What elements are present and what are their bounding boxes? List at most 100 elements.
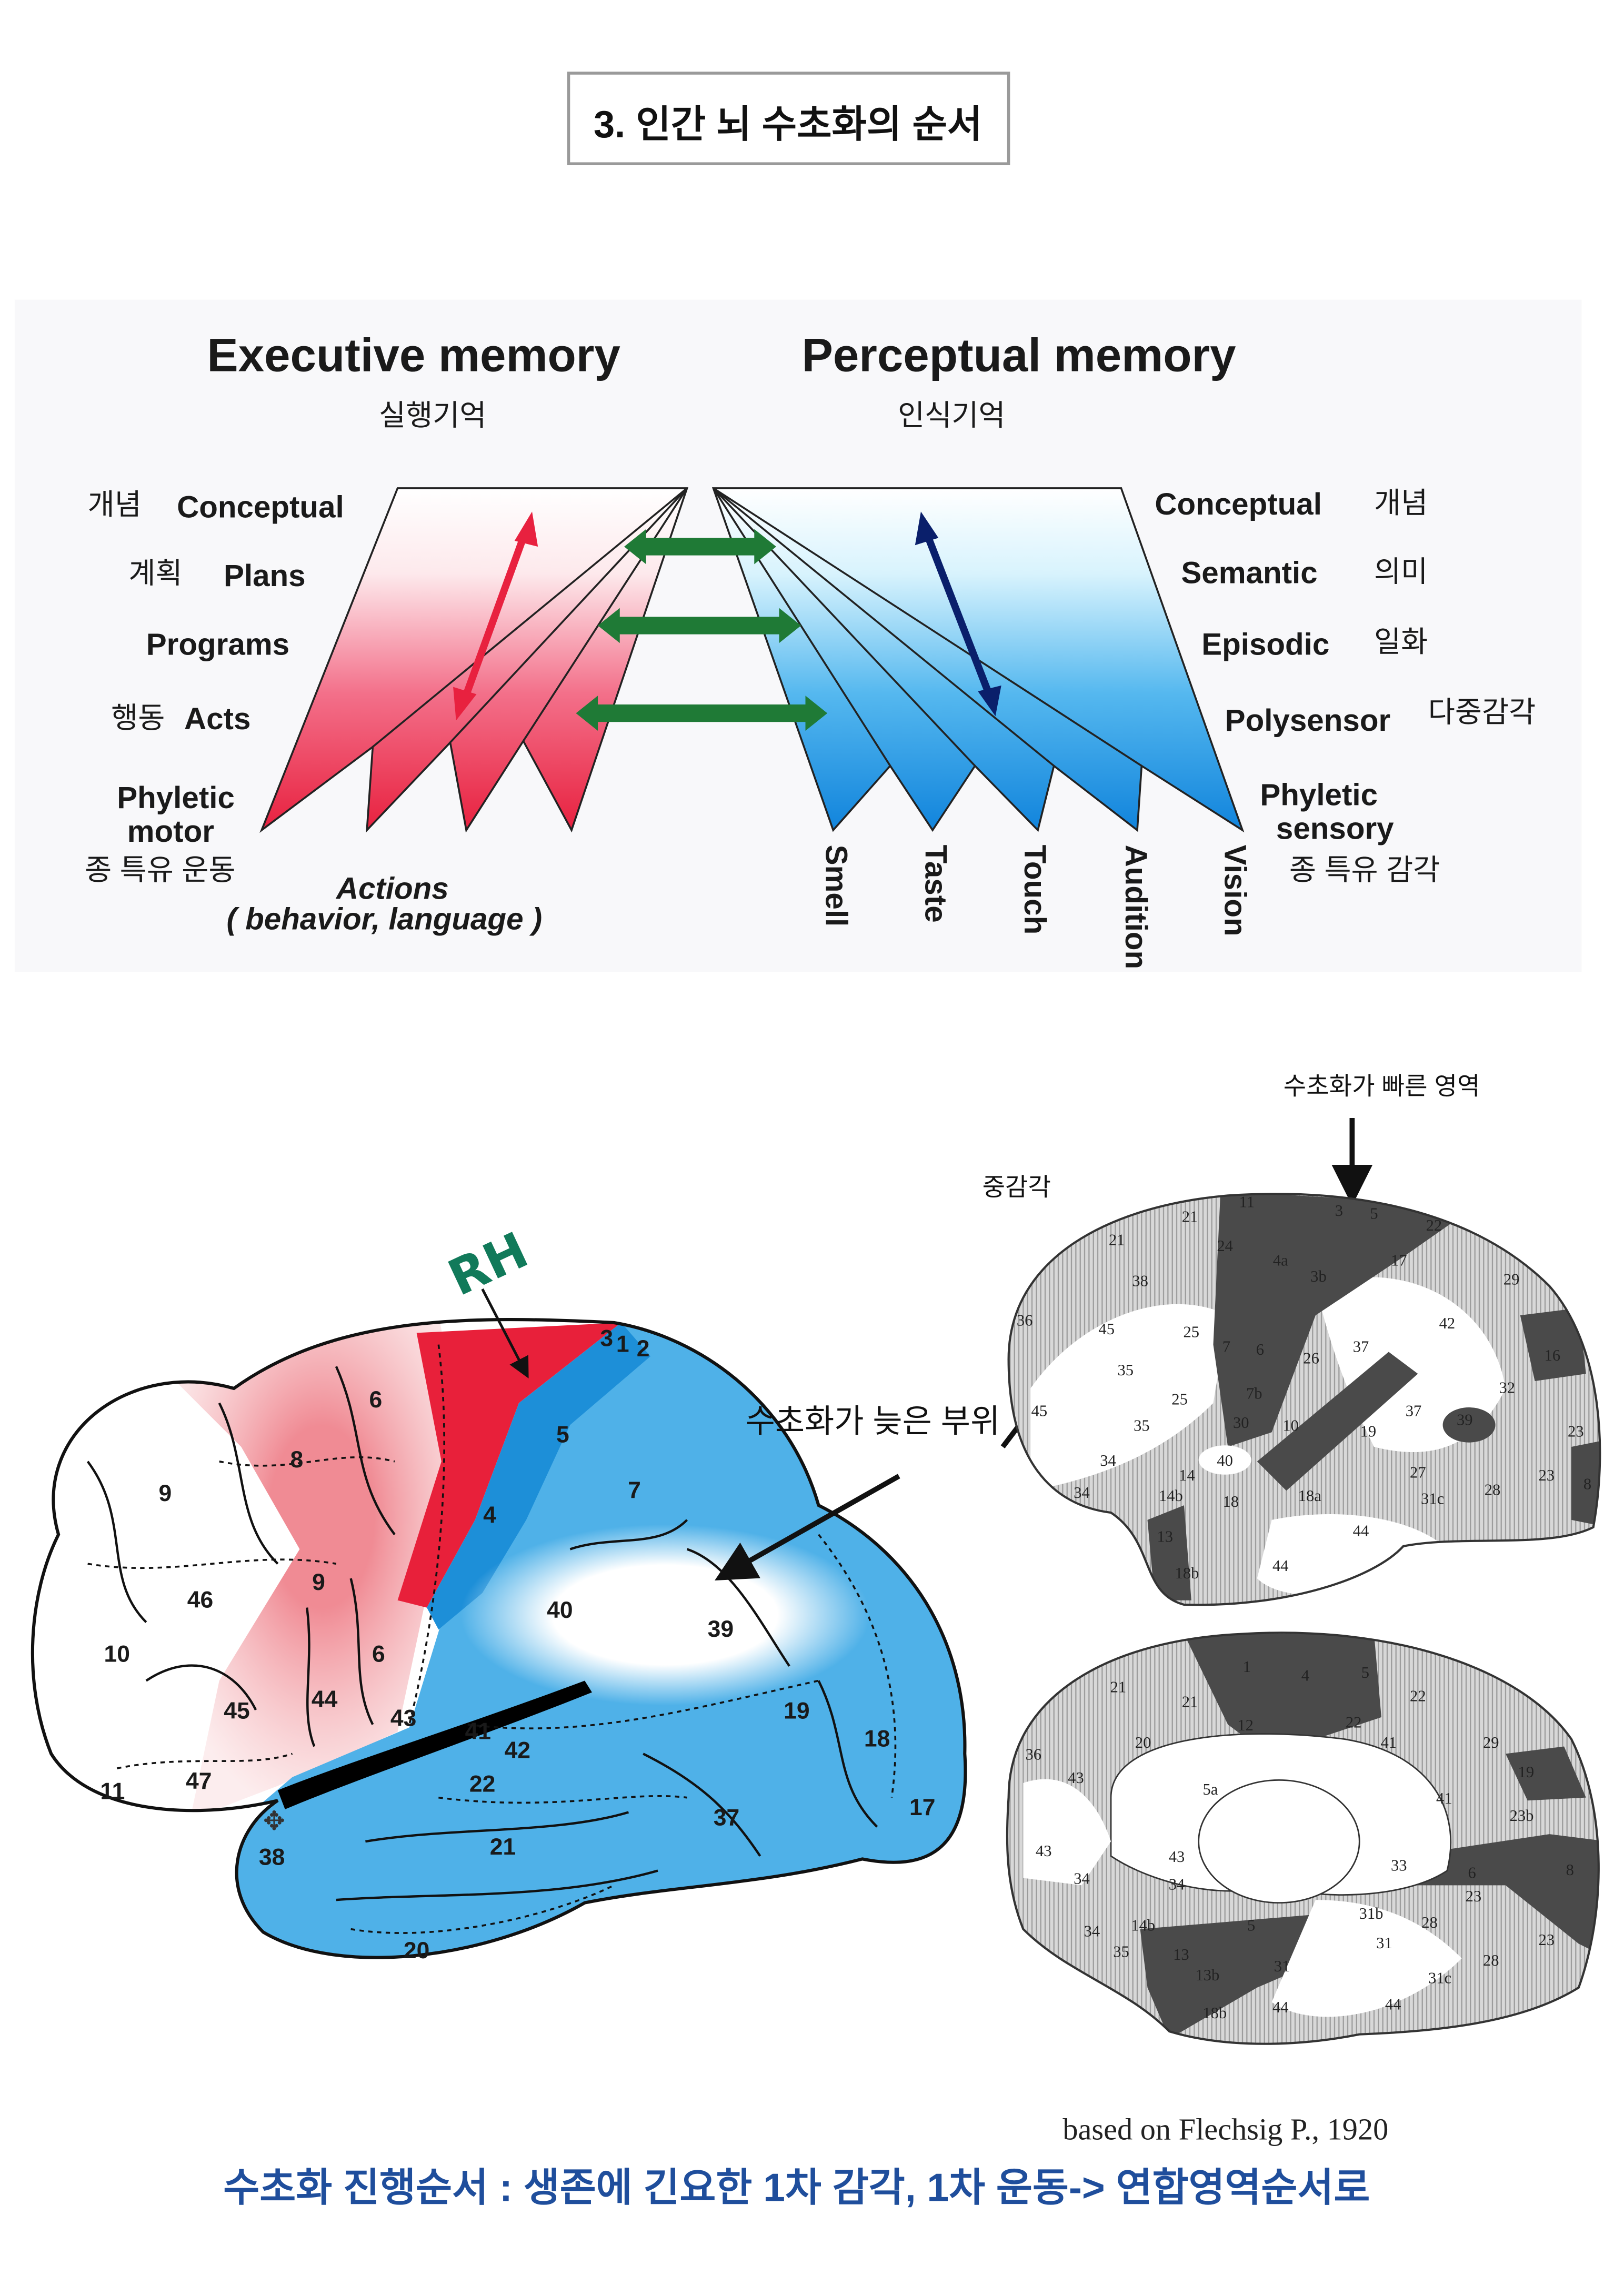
brodmann-area-label: 20	[404, 1938, 429, 1963]
cursor-icon: ✥	[263, 1806, 285, 1836]
flechsig-area-label: 25	[1184, 1323, 1200, 1341]
flechsig-area-label: 37	[1353, 1337, 1369, 1355]
brodmann-area-label: 11	[100, 1778, 125, 1804]
brodmann-area-label: 4	[483, 1502, 496, 1528]
flechsig-area-label: 31	[1376, 1934, 1392, 1952]
flechsig-area-label: 21	[1182, 1693, 1198, 1710]
flechsig-area-label: 35	[1118, 1361, 1134, 1379]
flechsig-area-label: 34	[1074, 1484, 1090, 1502]
flechsig-area-label: 21	[1182, 1207, 1198, 1225]
brodmann-area-label: 47	[186, 1768, 212, 1794]
flechsig-area-label: 14b	[1131, 1916, 1155, 1934]
motor-double-arrow-icon	[453, 511, 538, 721]
flechsig-area-label: 44	[1272, 1998, 1289, 2016]
brodmann-area-label: 40	[547, 1597, 573, 1623]
flechsig-area-label: 23	[1568, 1423, 1584, 1441]
flechsig-area-label: 14b	[1159, 1487, 1183, 1505]
level-ko-label: 다중감각	[1428, 696, 1536, 728]
flechsig-area-label: 44	[1353, 1522, 1369, 1539]
flechsig-area-label: 43	[1169, 1848, 1185, 1866]
brodmann-area-label: 46	[187, 1587, 213, 1613]
flechsig-area-label: 23b	[1510, 1807, 1534, 1825]
sense-label: Touch	[1018, 845, 1052, 935]
sensory-double-arrow-icon	[915, 511, 1001, 717]
level-label: Conceptual	[1155, 487, 1322, 521]
flechsig-area-label: 31c	[1428, 1969, 1451, 1987]
sense-label: Audition	[1119, 845, 1153, 969]
flechsig-area-label: 18a	[1298, 1487, 1322, 1505]
flechsig-area-label: 18	[1223, 1493, 1239, 1510]
level-label: Episodic	[1201, 628, 1329, 662]
brodmann-area-label: 43	[390, 1706, 416, 1731]
brodmann-area-label: 18	[864, 1726, 890, 1751]
flechsig-area-label: 6	[1468, 1864, 1476, 1881]
level-ko-label: 개념	[88, 488, 142, 521]
brodmann-area-label: 21	[490, 1834, 516, 1860]
brodmann-area-label: 41	[465, 1719, 491, 1745]
level-label: Plans	[224, 559, 306, 593]
flechsig-area-label: 30	[1233, 1414, 1249, 1432]
flechsig-area-label: 5	[1370, 1205, 1378, 1223]
flechsig-area-label: 39	[1457, 1411, 1473, 1428]
brodmann-area-label: 10	[104, 1641, 129, 1667]
level-label: Programs	[146, 628, 289, 662]
flechsig-area-label: 40	[1217, 1452, 1233, 1469]
flechsig-area-label: 5	[1247, 1916, 1255, 1934]
flechsig-area-label: 11	[1239, 1193, 1255, 1211]
brodmann-area-label: 44	[312, 1686, 338, 1712]
level-label: Acts	[184, 702, 250, 736]
flechsig-area-label: 23	[1466, 1887, 1482, 1905]
flechsig-area-label: 34	[1100, 1452, 1116, 1469]
sense-label: Vision	[1218, 845, 1252, 936]
brodmann-area-label: 42	[505, 1738, 530, 1764]
phyletic-motor-label: Phyletic	[117, 781, 235, 815]
brodmann-area-label: 7	[628, 1477, 641, 1503]
flechsig-area-label: 25	[1171, 1390, 1188, 1408]
flechsig-area-label: 43	[1068, 1769, 1084, 1787]
footer-summary: 수초화 진행순서 : 생존에 긴요한 1차 감각, 1차 운동-> 연합영역순서…	[223, 2165, 1370, 2209]
flechsig-area-label: 34	[1169, 1876, 1185, 1894]
flechsig-area-label: 33	[1391, 1857, 1407, 1875]
flechsig-area-label: 35	[1113, 1942, 1129, 1960]
flechsig-area-label: 22	[1410, 1687, 1426, 1705]
brodmann-area-label: 6	[372, 1641, 385, 1667]
brodmann-area-label: 6	[369, 1387, 383, 1413]
level-label: Conceptual	[177, 490, 344, 524]
flechsig-area-label: 5a	[1202, 1780, 1218, 1798]
executive-memory-title: Executive memory	[207, 329, 620, 381]
flechsig-area-label: 17	[1391, 1252, 1407, 1270]
phyletic-sensory-ko: 종 특유 감각	[1289, 853, 1440, 886]
flechsig-area-label: 29	[1483, 1734, 1499, 1751]
flechsig-area-label: 37	[1406, 1402, 1422, 1420]
phyletic-motor-label: motor	[127, 814, 214, 849]
flechsig-area-label: 43	[1036, 1842, 1052, 1860]
executive-hierarchy-shape	[259, 487, 689, 833]
brodmann-area-label: 2	[637, 1336, 650, 1362]
flechsig-area-label: 14	[1179, 1466, 1195, 1484]
flechsig-area-label: 3b	[1310, 1267, 1327, 1285]
citation: based on Flechsig P., 1920	[1062, 2112, 1388, 2147]
flechsig-area-label: 38	[1132, 1272, 1148, 1290]
flechsig-area-label: 28	[1483, 1951, 1499, 1969]
flechsig-area-label: 19	[1518, 1763, 1535, 1781]
flechsig-area-label: 24	[1217, 1237, 1233, 1255]
flechsig-area-label: 28	[1421, 1914, 1438, 1931]
flechsig-area-label: 4	[1301, 1666, 1309, 1684]
link-arrow-icon	[576, 529, 828, 731]
rh-arrow-icon	[481, 1288, 529, 1379]
flechsig-area-label: 45	[1031, 1402, 1048, 1420]
memory-diagram: Executive memory 실행기억 Perceptual memory …	[14, 299, 1582, 972]
brodmann-area-label: 17	[909, 1795, 935, 1820]
flechsig-area-label: 34	[1084, 1922, 1100, 1940]
flechsig-area-label: 13b	[1195, 1966, 1219, 1984]
flechsig-area-label: 5	[1361, 1664, 1369, 1681]
level-ko-label: 행동	[111, 701, 165, 734]
level-ko-label: 개념	[1374, 487, 1428, 519]
brodmann-area-label: 19	[784, 1698, 809, 1724]
